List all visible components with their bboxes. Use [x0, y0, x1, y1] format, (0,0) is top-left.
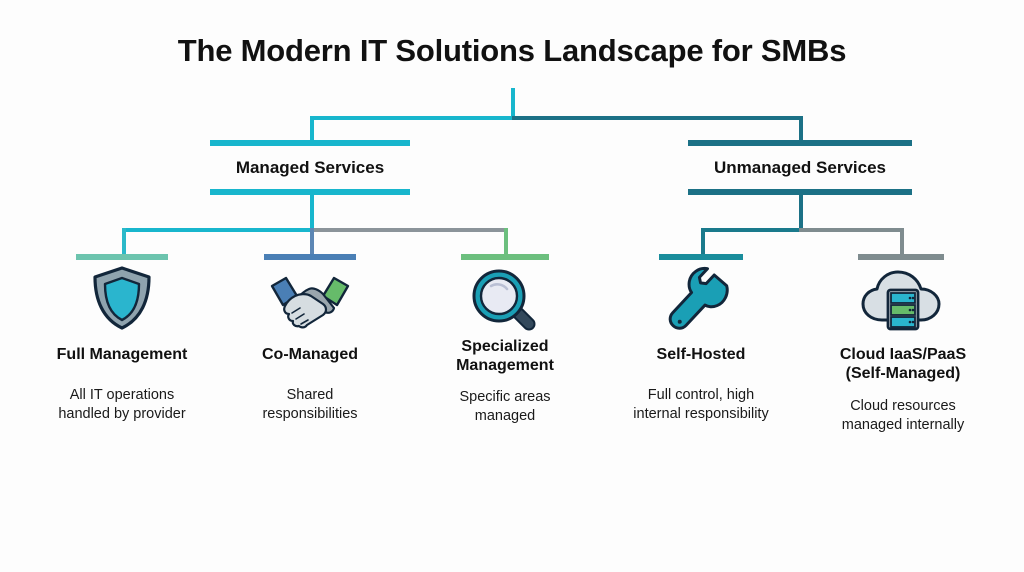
handshake-icon — [270, 276, 350, 329]
shield-icon — [93, 266, 151, 330]
cloud-iaas-paas-bar — [858, 254, 944, 260]
cloud-iaas-paas-title-line1: Cloud IaaS/PaaS — [839, 346, 967, 363]
cloud-iaas-paas-drop-connector — [900, 228, 904, 254]
full-management-title: Full Management — [56, 346, 188, 363]
specialized-management-bar — [461, 254, 549, 260]
managed-services-top-bar — [210, 140, 410, 146]
self-hosted-drop-connector — [701, 228, 705, 254]
unmanaged-services-bottom-bar — [688, 189, 912, 195]
trunk-connector-left — [310, 116, 513, 120]
managed-services-bottom-bar — [210, 189, 410, 195]
cloud-iaas-paas-desc-line1: Cloud resources — [850, 398, 956, 414]
cloud-server-icon — [861, 270, 941, 331]
full-management-bar — [76, 254, 168, 260]
page-title: The Modern IT Solutions Landscape for SM… — [177, 33, 847, 68]
leaf-specialized-management: Specialized Management Specific areas ma… — [401, 264, 609, 444]
cloud-iaas-paas-title-line2: (Self-Managed) — [845, 365, 961, 382]
managed-children-bus-left — [122, 228, 312, 232]
specialized-management-desc-line2: managed — [474, 408, 536, 424]
co-managed-title: Co-Managed — [262, 346, 358, 363]
co-managed-desc-line1: Shared — [286, 387, 334, 403]
cloud-iaas-paas-desc-line2: managed internally — [841, 417, 965, 433]
trunk-connector-right — [512, 116, 803, 120]
self-hosted-desc-line2: internal responsibility — [633, 406, 769, 422]
unmanaged-children-bus-left — [701, 228, 802, 232]
shield-icon-wrapper — [14, 264, 230, 332]
root-stem-connector — [511, 88, 515, 118]
leaf-co-managed: Co-Managed Shared responsibilities — [206, 264, 414, 444]
managed-children-stem — [310, 195, 314, 231]
magnifier-icon — [472, 269, 536, 331]
unmanaged-services-label: Unmanaged Services — [714, 158, 886, 177]
managed-children-bus-right — [310, 228, 508, 232]
leaf-self-hosted: Self-Hosted Full control, high internal … — [597, 264, 805, 444]
specialized-management-desc-line1: Specific areas — [459, 389, 551, 405]
managed-drop-connector — [310, 116, 314, 142]
specialized-management-title-line1: Specialized — [461, 338, 549, 355]
self-hosted-desc-line1: Full control, high — [647, 387, 755, 403]
wrench-icon — [668, 266, 729, 330]
managed-services-label: Managed Services — [235, 158, 385, 177]
full-management-desc-line1: All IT operations — [69, 387, 175, 403]
magnifier-icon-wrapper — [401, 266, 609, 334]
self-hosted-bar — [659, 254, 743, 260]
leaf-full-management: Full Management All IT operations handle… — [14, 264, 230, 444]
self-hosted-title: Self-Hosted — [656, 346, 746, 363]
unmanaged-services-top-bar — [688, 140, 912, 146]
co-managed-drop-connector — [310, 228, 314, 254]
unmanaged-children-bus-right — [799, 228, 904, 232]
leaf-cloud-iaas-paas: Cloud IaaS/PaaS (Self-Managed) Cloud res… — [797, 264, 1009, 444]
wrench-icon-wrapper — [597, 266, 805, 334]
handshake-icon-wrapper — [206, 272, 414, 330]
co-managed-desc-line2: responsibilities — [262, 406, 358, 422]
specialized-management-drop-connector — [504, 228, 508, 254]
specialized-management-title-line2: Management — [456, 357, 554, 374]
full-management-drop-connector — [122, 228, 126, 254]
cloud-server-icon-wrapper — [797, 270, 1009, 332]
unmanaged-children-stem — [799, 195, 803, 231]
unmanaged-drop-connector — [799, 116, 803, 142]
co-managed-bar — [264, 254, 356, 260]
full-management-desc-line2: handled by provider — [58, 406, 186, 422]
